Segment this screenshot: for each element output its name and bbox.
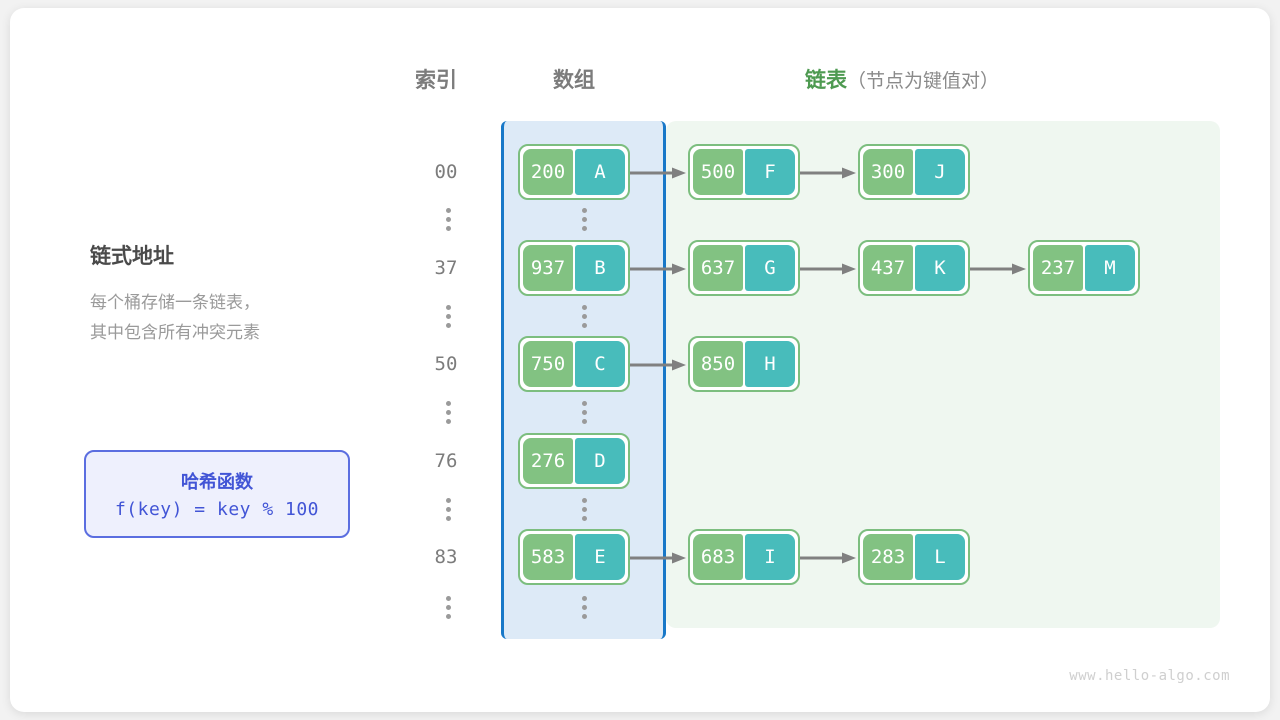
node-key: 237 (1033, 245, 1083, 291)
bucket-index-label: 83 (434, 546, 458, 568)
next-pointer-arrow (800, 262, 858, 275)
next-pointer-arrow (800, 166, 858, 179)
node-value: K (915, 245, 965, 291)
next-pointer-arrow (970, 262, 1028, 275)
array-ellipsis (575, 401, 593, 424)
description-line-1: 每个桶存储一条链表， (90, 293, 260, 312)
column-header-linked-list-sub: （节点为键值对） (847, 71, 1000, 92)
next-pointer-arrow (630, 166, 688, 179)
column-header-linked-list-main: 链表 (805, 69, 847, 92)
bucket-index-label: 37 (434, 257, 458, 279)
node-value: A (575, 149, 625, 195)
array-ellipsis (575, 498, 593, 521)
diagram-canvas: 索引 数组 链表（节点为键值对） 链式地址 每个桶存储一条链表， 其中包含所有冲… (10, 8, 1270, 712)
node-value: B (575, 245, 625, 291)
node-value: M (1085, 245, 1135, 291)
index-ellipsis (439, 401, 457, 424)
node-value: I (745, 534, 795, 580)
bucket-index-label: 00 (434, 161, 458, 183)
array-ellipsis (575, 596, 593, 619)
node-key: 283 (863, 534, 913, 580)
column-header-linked-list: 链表（节点为键值对） (805, 64, 999, 94)
watermark: www.hello-algo.com (1069, 668, 1230, 684)
node-key: 437 (863, 245, 913, 291)
node-key: 637 (693, 245, 743, 291)
node-key: 500 (693, 149, 743, 195)
next-pointer-arrow (630, 551, 688, 564)
node-key: 937 (523, 245, 573, 291)
hash-function-title: 哈希函数 (181, 472, 253, 492)
hash-function-formula: f(key) = key % 100 (114, 499, 320, 520)
node-key: 583 (523, 534, 573, 580)
next-pointer-arrow (800, 551, 858, 564)
next-pointer-arrow (630, 262, 688, 275)
array-ellipsis (575, 305, 593, 328)
bucket-index-label: 76 (434, 450, 458, 472)
node-key: 276 (523, 438, 573, 484)
node-value: G (745, 245, 795, 291)
next-pointer-arrow (630, 358, 688, 371)
index-ellipsis (439, 208, 457, 231)
bucket-index-label: 50 (434, 353, 458, 375)
node-value: J (915, 149, 965, 195)
description-line-2: 其中包含所有冲突元素 (90, 323, 260, 342)
column-header-index: 索引 (415, 69, 457, 92)
node-value: F (745, 149, 795, 195)
node-key: 750 (523, 341, 573, 387)
index-ellipsis (439, 498, 457, 521)
node-value: L (915, 534, 965, 580)
description-body: 每个桶存储一条链表， 其中包含所有冲突元素 (90, 288, 360, 348)
node-key: 200 (523, 149, 573, 195)
hash-function-box: 哈希函数 f(key) = key % 100 (84, 450, 350, 538)
node-value: E (575, 534, 625, 580)
array-ellipsis (575, 208, 593, 231)
column-header-array: 数组 (553, 69, 595, 92)
node-value: H (745, 341, 795, 387)
node-value: C (575, 341, 625, 387)
index-ellipsis (439, 305, 457, 328)
node-key: 683 (693, 534, 743, 580)
description-title: 链式地址 (90, 245, 174, 268)
index-ellipsis (439, 596, 457, 619)
node-key: 300 (863, 149, 913, 195)
node-key: 850 (693, 341, 743, 387)
node-value: D (575, 438, 625, 484)
